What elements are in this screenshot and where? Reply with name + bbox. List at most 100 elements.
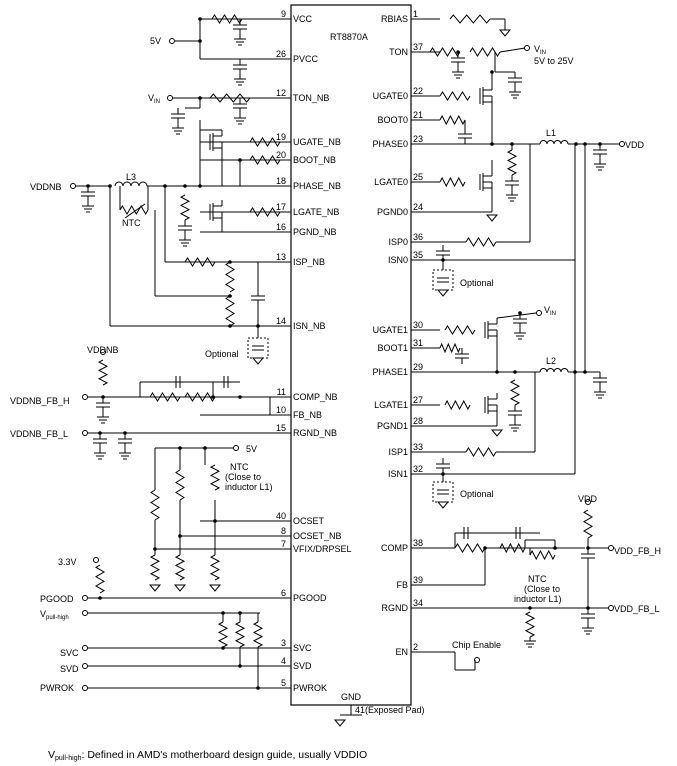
- inductor: [539, 140, 569, 145]
- label-ntc-mid2: (Close to: [225, 472, 261, 482]
- junction: [238, 664, 242, 668]
- pin-number: 15: [276, 423, 286, 433]
- pin-number: 37: [413, 42, 423, 52]
- terminal: [82, 430, 88, 436]
- right-pin: 2EN: [395, 642, 440, 657]
- inductor: [114, 181, 148, 187]
- pin-number: 5: [281, 678, 286, 688]
- resistor: [211, 14, 243, 24]
- pin-number: 39: [413, 575, 423, 585]
- pin-name: COMP: [381, 543, 408, 553]
- resistor: [184, 392, 216, 402]
- resistor: [509, 379, 521, 406]
- terminal: [169, 38, 175, 44]
- pin-name: BOOT1: [377, 343, 408, 353]
- label-ntc: NTC: [122, 218, 141, 228]
- optional-box: [432, 481, 454, 503]
- junction: [513, 370, 517, 374]
- ground: [436, 289, 450, 297]
- pin-name: PGND0: [377, 207, 408, 217]
- resistor: [179, 194, 191, 221]
- label-pwrok: PWROK: [40, 683, 74, 693]
- resistor: [150, 489, 160, 521]
- pin-name: PHASE1: [372, 367, 408, 377]
- terminal: [608, 605, 614, 611]
- optional-box: [432, 269, 454, 291]
- pin-number: 25: [413, 172, 423, 182]
- components: [81, 14, 607, 727]
- label-vin-range: 5V to 25V: [534, 56, 574, 66]
- junction: [221, 646, 225, 650]
- ground: [490, 429, 504, 437]
- label-l2: L2: [546, 356, 556, 366]
- label-vin-r1: VIN: [544, 305, 556, 317]
- pin-number: 31: [413, 338, 423, 348]
- resistor: [529, 549, 556, 561]
- resistor: [175, 469, 185, 501]
- pin-number: 1: [413, 9, 418, 19]
- resistor: [465, 447, 497, 457]
- resistor: [444, 399, 471, 411]
- resistor: [217, 621, 229, 648]
- resistor: [209, 464, 221, 491]
- ground: [148, 584, 162, 592]
- ground: [498, 29, 512, 37]
- pin-number: 38: [413, 538, 423, 548]
- pin-number: 7: [281, 539, 286, 549]
- label-vddnb-top: VDDNB: [87, 345, 119, 355]
- terminal: [536, 310, 542, 316]
- pin-name: RBIAS: [381, 14, 408, 24]
- label-vin-top: VIN: [534, 44, 546, 56]
- pin-number: 19: [276, 132, 286, 142]
- pin-name: VCC: [293, 14, 313, 24]
- label-chip-enable: Chip Enable: [452, 640, 501, 650]
- inductor: [539, 368, 569, 373]
- resistor: [444, 325, 476, 335]
- pin-number: 28: [413, 416, 423, 426]
- junction: [490, 70, 494, 74]
- terminal: [82, 685, 88, 691]
- junction: [495, 370, 499, 374]
- terminal: [82, 610, 88, 616]
- label-ntc-r2: (Close to: [524, 584, 560, 594]
- label-5v-left: 5V: [150, 36, 161, 46]
- label-svd: SVD: [60, 664, 79, 674]
- pin-name: PGND1: [377, 421, 408, 431]
- pin-number: 9: [281, 9, 286, 19]
- label-vdd-out: VDD: [625, 140, 645, 150]
- label-vddnb-fb-h: VDDNB_FB_H: [10, 396, 70, 406]
- resistor: [465, 237, 497, 247]
- resistor: [499, 542, 526, 554]
- pin-number: 8: [281, 526, 286, 536]
- label-vddnb: VDDNB: [30, 182, 62, 192]
- pin-name: FB: [396, 580, 408, 590]
- wire: [496, 312, 537, 319]
- terminal: [167, 95, 173, 101]
- junction: [256, 686, 260, 690]
- pin-name: LGATE_NB: [293, 207, 339, 217]
- pin-name: PGND_NB: [293, 227, 337, 237]
- ground: [251, 357, 265, 365]
- pin-name: FB_NB: [293, 410, 322, 420]
- terminal: [82, 645, 88, 651]
- pin-name: VFIX/DRPSEL: [293, 544, 352, 554]
- pin-name: LGATE1: [374, 400, 408, 410]
- pin-name: UGATE_NB: [293, 137, 341, 147]
- terminal: [93, 557, 99, 563]
- ground: [173, 584, 187, 592]
- ground: [333, 719, 347, 727]
- pin-number: 12: [276, 88, 286, 98]
- resistor: [439, 342, 461, 354]
- pin-name: UGATE0: [373, 91, 408, 101]
- terminal: [474, 657, 480, 663]
- ground: [485, 214, 499, 222]
- junction: [198, 17, 202, 21]
